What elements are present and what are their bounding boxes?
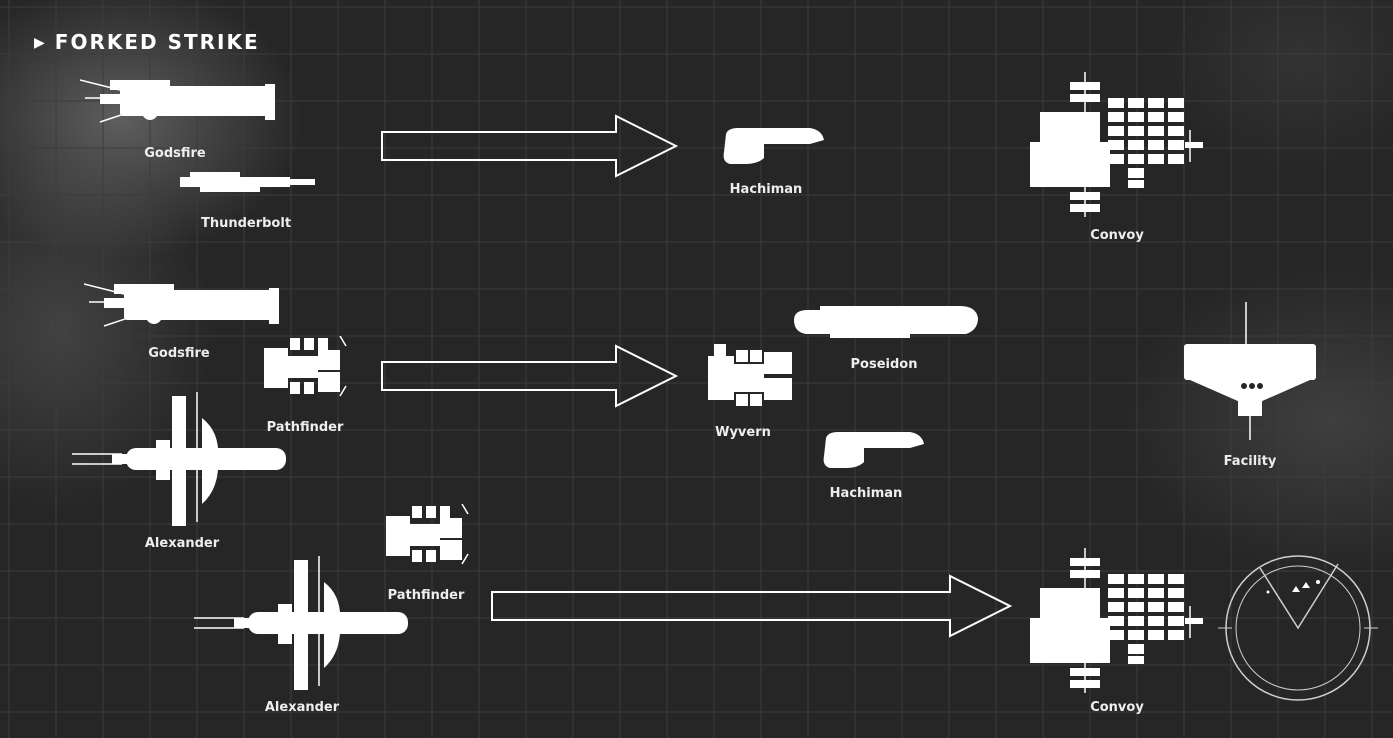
label-godsfire-2: Godsfire: [148, 346, 210, 361]
label-godsfire-1: Godsfire: [144, 146, 206, 161]
alexander-ship-icon: [72, 392, 286, 526]
pathfinder-ship-icon: [386, 504, 469, 565]
hachiman-ship-icon: [723, 128, 824, 164]
hachiman-ship-icon: [823, 432, 924, 468]
diagram-title: ▶ FORKED STRIKE: [34, 30, 260, 54]
arrow-3-icon: [491, 574, 1013, 638]
title-text: FORKED STRIKE: [54, 30, 260, 54]
arrow-1-icon: [381, 114, 679, 178]
label-thunderbolt: Thunderbolt: [200, 216, 292, 231]
facility-station-icon: [1184, 302, 1316, 440]
pathfinder-ship-icon: [264, 336, 347, 397]
convoy-ship-icon: [1030, 72, 1203, 217]
label-pathfinder-1: Pathfinder: [266, 420, 344, 435]
label-convoy-2: Convoy: [1090, 700, 1144, 715]
label-hachiman-2: Hachiman: [829, 486, 903, 501]
label-alexander-2: Alexander: [264, 700, 340, 715]
label-facility: Facility: [1223, 454, 1277, 469]
title-marker-icon: ▶: [34, 35, 47, 51]
arrow-2-icon: [381, 344, 679, 408]
label-alexander-1: Alexander: [144, 536, 220, 551]
label-pathfinder-2: Pathfinder: [387, 588, 465, 603]
alexander-ship-icon: [194, 556, 408, 690]
wyvern-ship-icon: [708, 344, 792, 406]
label-hachiman-1: Hachiman: [729, 182, 803, 197]
label-poseidon: Poseidon: [850, 357, 918, 372]
godsfire-ship-icon: [80, 79, 275, 123]
poseidon-ship-icon: [794, 306, 978, 338]
radar-scope-icon: [1218, 555, 1378, 701]
thunderbolt-ship-icon: [180, 172, 315, 192]
godsfire-ship-icon: [84, 283, 279, 327]
convoy-ship-icon: [1030, 548, 1203, 693]
label-convoy-1: Convoy: [1090, 228, 1144, 243]
label-wyvern: Wyvern: [715, 425, 771, 440]
